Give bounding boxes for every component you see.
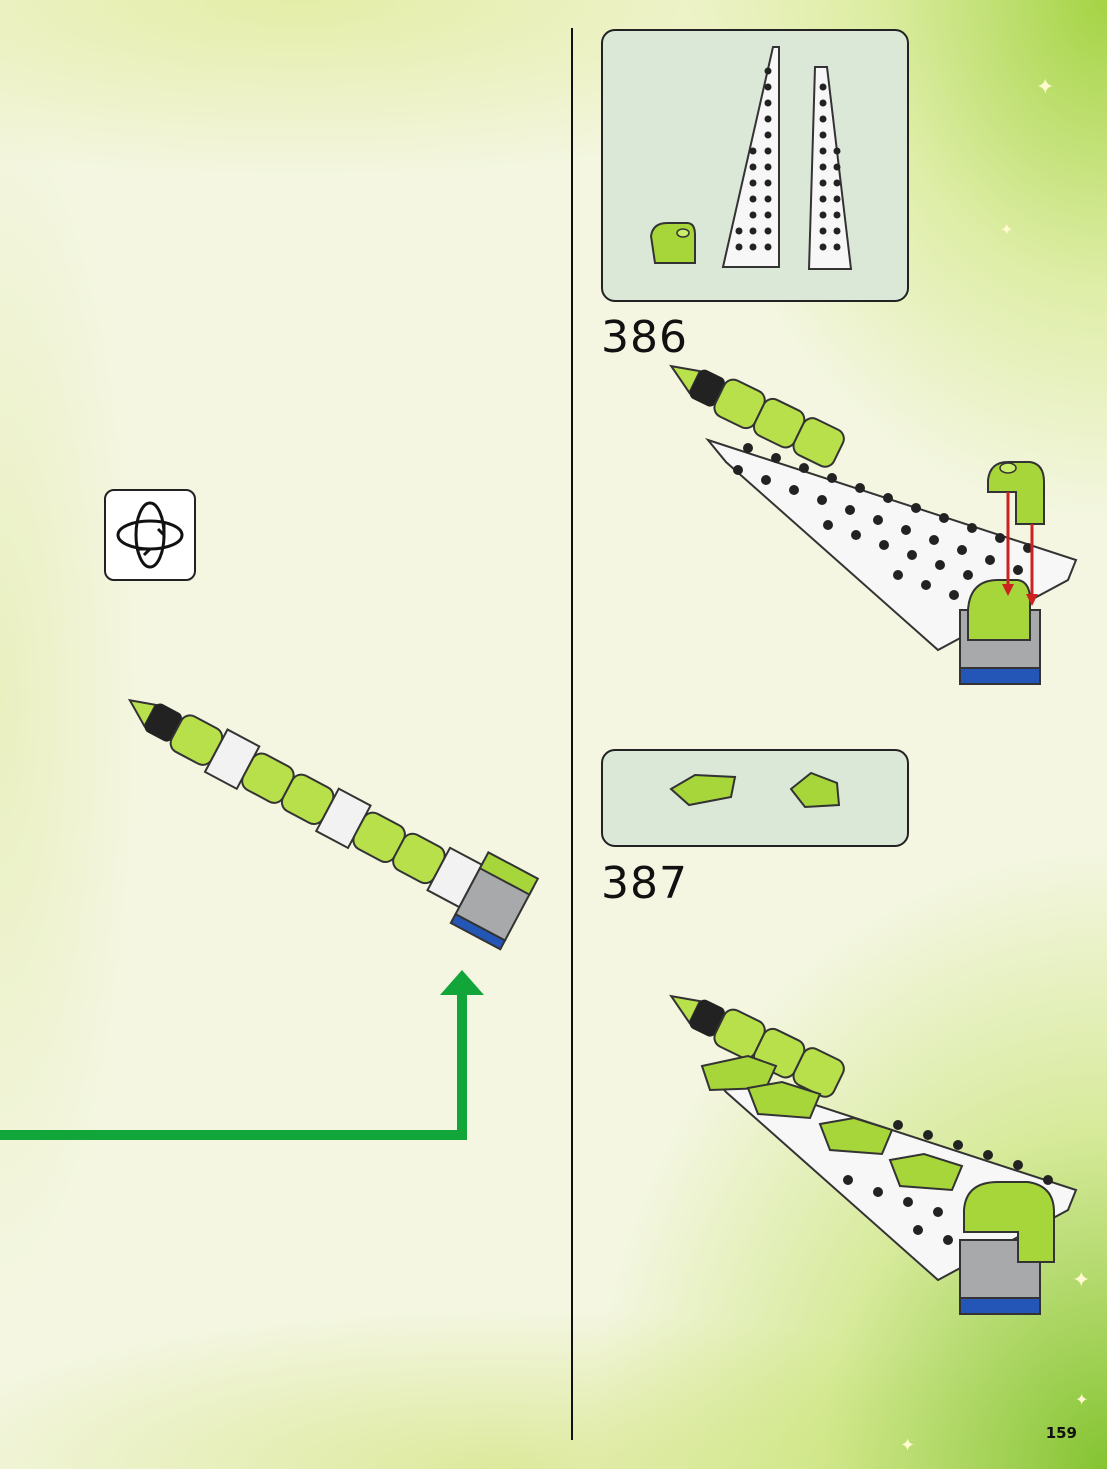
sub-assembly-left xyxy=(70,680,550,980)
step-387-assembly xyxy=(598,1030,1088,1330)
rotate-model-box xyxy=(104,489,196,581)
parts-callout-387 xyxy=(601,749,909,847)
column-divider xyxy=(571,28,573,1440)
step-number-386: 386 xyxy=(601,312,688,363)
page-number: 159 xyxy=(1046,1424,1077,1442)
step-386-assembly xyxy=(598,400,1088,700)
parts-387-pieces xyxy=(603,751,907,845)
star-decoration: ✦ xyxy=(900,1435,915,1456)
green-callout-arrow xyxy=(0,970,500,1170)
star-decoration: ✦ xyxy=(1036,75,1054,100)
rotate-model-icon xyxy=(106,491,194,579)
step-number-387: 387 xyxy=(601,858,688,909)
parts-callout-386 xyxy=(601,29,909,302)
star-decoration: ✦ xyxy=(1000,220,1013,239)
parts-386-pieces xyxy=(603,31,907,300)
star-decoration: ✦ xyxy=(1075,1390,1088,1409)
